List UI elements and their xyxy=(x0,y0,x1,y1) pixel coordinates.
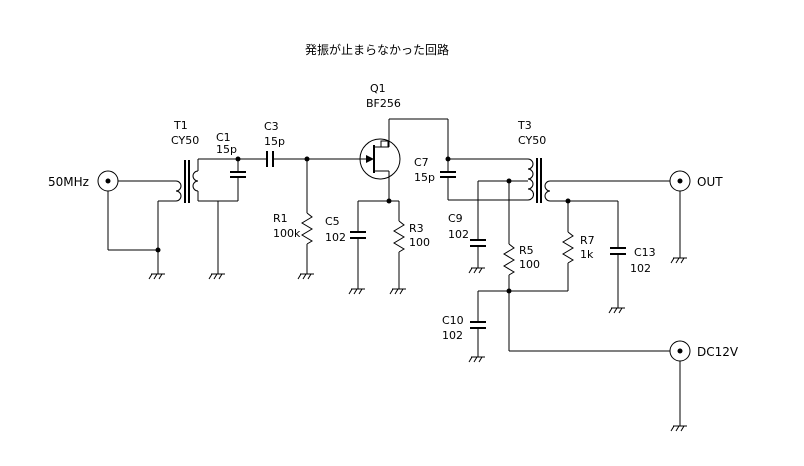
resistor-r1 xyxy=(297,159,315,280)
resistor-r3 xyxy=(389,201,407,295)
t3-ref: T3 xyxy=(517,119,532,132)
input-connector xyxy=(97,170,176,280)
c7-ref: C7 xyxy=(414,156,429,169)
c10-ref: C10 xyxy=(442,314,464,327)
q1-ref: Q1 xyxy=(370,82,386,95)
capacitor-c9 xyxy=(468,181,486,274)
resistor-r5 xyxy=(503,181,515,351)
r1-value: 100k xyxy=(273,227,301,240)
capacitor-c3 xyxy=(238,151,360,167)
output-connector xyxy=(669,170,691,264)
c5-value: 102 xyxy=(325,231,346,244)
capacitor-c13 xyxy=(608,201,626,314)
c3-ref: C3 xyxy=(264,120,279,133)
r5-value: 100 xyxy=(519,258,540,271)
c10-value: 102 xyxy=(442,329,463,342)
power-port-label: DC12V xyxy=(697,345,739,359)
t3-value: CY50 xyxy=(518,134,546,147)
transformer-t3 xyxy=(527,158,551,203)
r1-ref: R1 xyxy=(273,212,288,225)
transformer-t1 xyxy=(175,159,199,203)
r3-value: 100 xyxy=(409,236,430,249)
capacitor-c7 xyxy=(440,159,456,200)
r7-ref: R7 xyxy=(580,234,595,247)
r7-value: 1k xyxy=(580,248,594,261)
c3-value: 15p xyxy=(264,135,285,148)
q1-value: BF256 xyxy=(366,97,401,110)
input-port-label: 50MHz xyxy=(48,175,89,189)
output-port-label: OUT xyxy=(697,175,723,189)
capacitor-c5 xyxy=(348,201,366,295)
capacitor-c10 xyxy=(468,291,486,363)
resistor-r7 xyxy=(478,201,574,292)
c9-value: 102 xyxy=(448,228,469,241)
c9-ref: C9 xyxy=(448,212,463,225)
c7-value: 15p xyxy=(414,171,435,184)
r5-ref: R5 xyxy=(519,244,534,257)
power-connector xyxy=(669,340,691,432)
diagram-title: 発振が止まらなかった回路 xyxy=(305,42,449,57)
c13-ref: C13 xyxy=(634,246,656,259)
c13-value: 102 xyxy=(630,262,651,275)
t1-ref: T1 xyxy=(173,119,188,132)
c1-value: 15p xyxy=(216,143,237,156)
c1-ref: C1 xyxy=(216,131,231,144)
t1-value: CY50 xyxy=(171,134,199,147)
jfet-q1 xyxy=(359,119,401,201)
r3-ref: R3 xyxy=(409,222,424,235)
c5-ref: C5 xyxy=(325,215,340,228)
capacitor-c1 xyxy=(230,159,246,201)
